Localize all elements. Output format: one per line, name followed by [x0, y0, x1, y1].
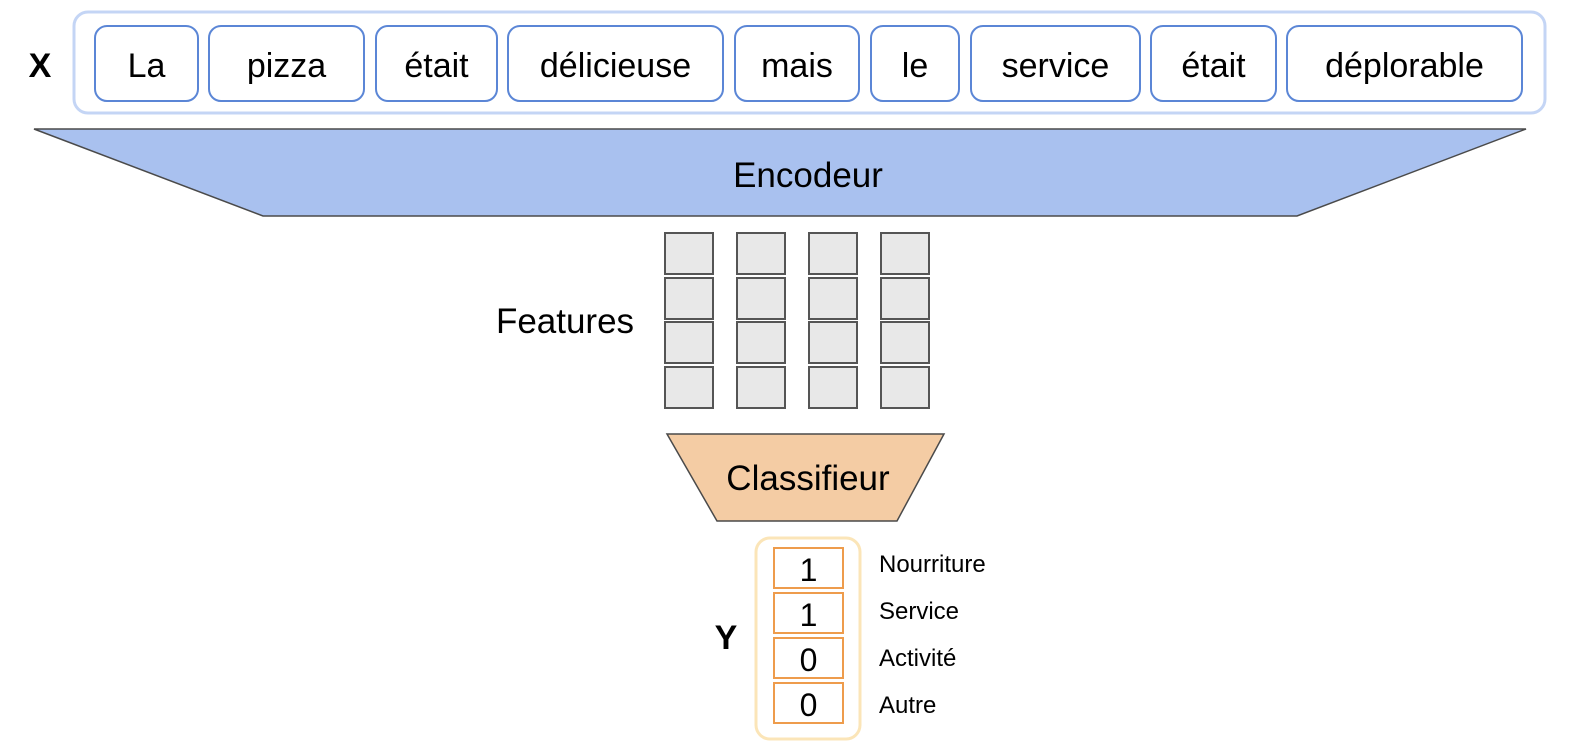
- token-text: mais: [761, 47, 833, 85]
- features-label: Features: [496, 302, 634, 341]
- token-text: le: [902, 47, 928, 85]
- feature-cell: [880, 277, 930, 320]
- output-value: 0: [800, 687, 818, 723]
- feature-cell: [808, 366, 858, 409]
- token-box: [734, 25, 860, 102]
- output-value: 1: [800, 597, 818, 633]
- feature-cell: [808, 277, 858, 320]
- encoder-label: Encodeur: [733, 156, 883, 195]
- feature-cell: [880, 232, 930, 275]
- token-box: [970, 25, 1141, 102]
- output-cell: [773, 592, 844, 634]
- feature-cell: [880, 321, 930, 364]
- feature-cell: [664, 232, 714, 275]
- feature-cell: [736, 277, 786, 320]
- token-list: La pizza était délicieuse mais le servic…: [94, 25, 1523, 102]
- feature-cell: [736, 321, 786, 364]
- class-label: Service: [879, 598, 959, 625]
- token-box: [870, 25, 960, 102]
- token-box: [507, 25, 724, 102]
- output-cell: [773, 682, 844, 724]
- token-box: [1286, 25, 1523, 102]
- token-text: déplorable: [1325, 47, 1484, 85]
- feature-cell: [808, 321, 858, 364]
- feature-cell: [808, 232, 858, 275]
- token-box: [208, 25, 365, 102]
- token-text: était: [404, 47, 469, 85]
- encoder-block: [33, 128, 1527, 217]
- feature-cell: [880, 366, 930, 409]
- input-label: X: [29, 47, 52, 85]
- output-value: 0: [800, 642, 818, 678]
- feature-cell: [664, 277, 714, 320]
- class-label: Autre: [879, 692, 936, 719]
- feature-cell: [736, 366, 786, 409]
- feature-cell: [736, 232, 786, 275]
- token-text: service: [1002, 47, 1110, 85]
- class-label-list: Nourriture Service Activité Autre: [879, 551, 986, 719]
- token-box: [375, 25, 498, 102]
- output-vector: 1 1 0 0: [773, 547, 844, 724]
- token-text: délicieuse: [540, 47, 691, 85]
- classifier-label: Classifieur: [726, 459, 890, 498]
- token-text: pizza: [247, 47, 326, 85]
- feature-cell: [664, 321, 714, 364]
- output-cell: [773, 637, 844, 679]
- output-cell: [773, 547, 844, 589]
- token-box: [1150, 25, 1277, 102]
- token-box: [94, 25, 199, 102]
- classifier-block: [665, 433, 946, 522]
- class-label: Nourriture: [879, 551, 986, 578]
- token-text: était: [1181, 47, 1246, 85]
- token-text: La: [128, 47, 166, 85]
- output-value: 1: [800, 552, 818, 588]
- output-label: Y: [715, 619, 738, 657]
- feature-cell: [664, 366, 714, 409]
- feature-grid: [664, 232, 930, 409]
- class-label: Activité: [879, 645, 956, 672]
